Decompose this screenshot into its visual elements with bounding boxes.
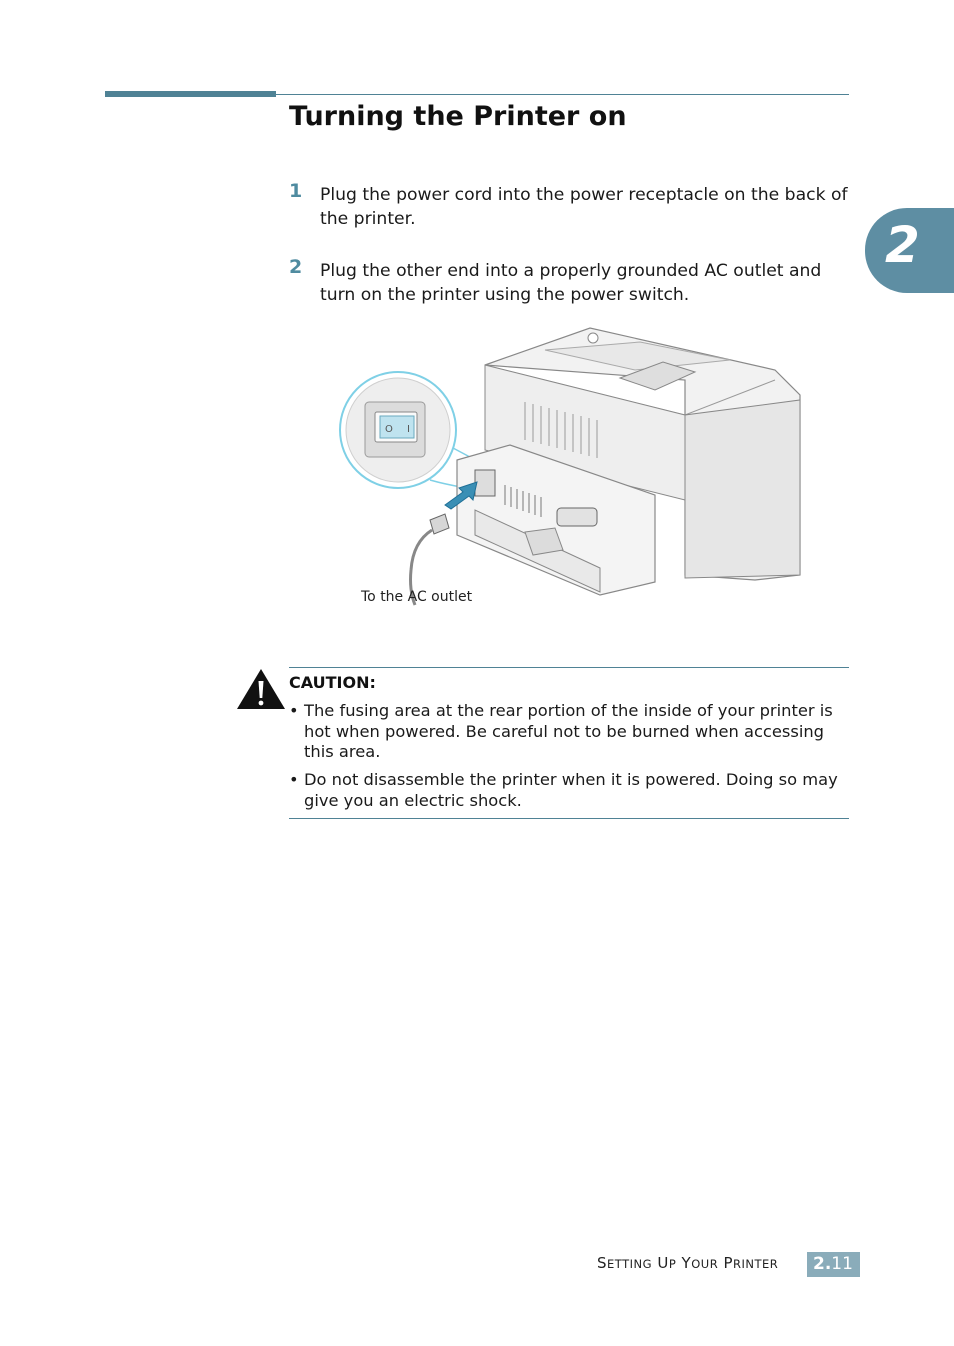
header-rule-thin [276, 94, 849, 95]
power-cord [409, 513, 450, 606]
caution-item-text: The fusing area at the rear portion of t… [304, 701, 833, 761]
step-number: 2 [289, 256, 303, 278]
caution-rule-top [289, 667, 849, 668]
switch-on-label: I [407, 424, 410, 435]
caution-item-1: • The fusing area at the rear portion of… [289, 701, 849, 763]
page-number-box: 2.11 [807, 1252, 860, 1277]
figure-caption: To the AC outlet [361, 589, 473, 605]
bullet-symbol: • [289, 701, 299, 720]
power-switch-callout: O I [339, 371, 531, 497]
page-number: 2.11 [813, 1254, 853, 1274]
bullet-symbol: • [289, 770, 299, 789]
header-rule-thick [105, 91, 276, 97]
step-1: 1 Plug the power cord into the power rec… [289, 180, 849, 231]
switch-off-label: O [385, 424, 393, 435]
insert-arrow-icon [444, 481, 478, 510]
caution-item-text: Do not disassemble the printer when it i… [304, 770, 838, 810]
printer-body [456, 327, 801, 596]
footer-section-text: SETTING UP YOUR PRINTER [597, 1254, 779, 1272]
chapter-tab: 2 [865, 208, 954, 293]
warning-icon [237, 669, 285, 709]
footer-section-label: SETTING UP YOUR PRINTER [597, 1254, 778, 1272]
printer-illustration: O I [339, 327, 801, 606]
page-index: 11 [831, 1254, 853, 1274]
step-number: 1 [289, 180, 303, 202]
step-text: Plug the power cord into the power recep… [320, 185, 848, 229]
page-title: Turning the Printer on [289, 101, 627, 132]
step-2: 2 Plug the other end into a properly gro… [289, 256, 849, 307]
chapter-number: 2 [885, 216, 920, 274]
caution-item-2: • Do not disassemble the printer when it… [289, 770, 849, 811]
caution-rule-bottom [289, 818, 849, 819]
page-chapter: 2. [813, 1254, 832, 1274]
step-text: Plug the other end into a properly groun… [320, 261, 822, 305]
caution-title: CAUTION: [289, 673, 376, 692]
